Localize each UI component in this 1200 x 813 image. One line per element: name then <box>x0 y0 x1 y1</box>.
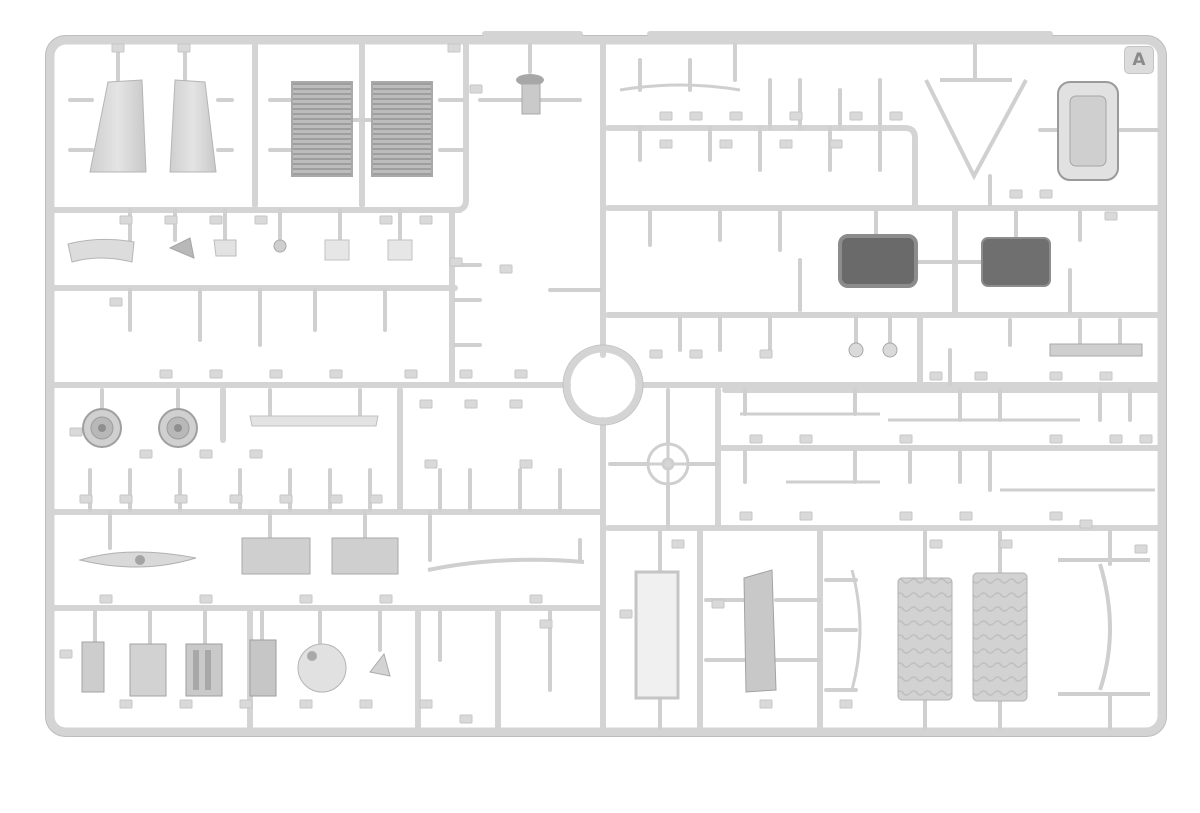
fin-part <box>78 551 197 568</box>
door-panel-part <box>743 569 777 693</box>
small-lever-part <box>369 652 391 677</box>
seat-frame-part <box>1057 81 1119 181</box>
wedge-panel-right <box>169 79 217 173</box>
knob-part <box>273 239 287 253</box>
center-ring <box>562 344 644 426</box>
radiator-part <box>838 234 918 288</box>
curved-rail-part <box>427 557 585 572</box>
tarp-panel-left <box>897 577 953 701</box>
wheel-right <box>158 408 198 448</box>
engine-block-2 <box>129 643 167 697</box>
headlight-parts <box>848 342 898 358</box>
engine-block-1 <box>81 641 105 693</box>
rect-plate-right <box>331 537 399 575</box>
window-frame-part <box>634 570 680 700</box>
rect-plate-left <box>241 537 311 575</box>
axle-part <box>1049 343 1143 357</box>
wheel-left <box>82 408 122 448</box>
louver-grille-right <box>371 81 433 177</box>
steering-wheel <box>646 442 690 486</box>
v-frame-part <box>924 78 1028 181</box>
part-gates <box>68 43 1160 730</box>
louver-grille-left <box>291 81 353 177</box>
small-bracket-part <box>213 239 237 257</box>
part-number-tabs <box>59 43 1153 724</box>
leaf-spring-part <box>619 83 741 92</box>
long-bar-part <box>249 415 379 427</box>
sprue-runners <box>52 31 1163 731</box>
bow-frame-part <box>1058 558 1150 696</box>
engine-block-3 <box>185 643 223 697</box>
disc-part <box>297 643 347 693</box>
curved-strut-part <box>850 569 862 691</box>
right-long-rods <box>740 412 1155 492</box>
wedge-panel-left <box>89 79 147 173</box>
tarp-panel-right <box>972 572 1028 702</box>
pump-part <box>516 74 544 115</box>
shield-part <box>168 237 195 259</box>
engine-block-4 <box>249 639 277 697</box>
sprue-letter-label: A <box>1124 46 1154 74</box>
curved-plate-part <box>67 238 135 263</box>
seat-cushion-part <box>981 237 1051 287</box>
square-plate-part <box>324 239 413 261</box>
